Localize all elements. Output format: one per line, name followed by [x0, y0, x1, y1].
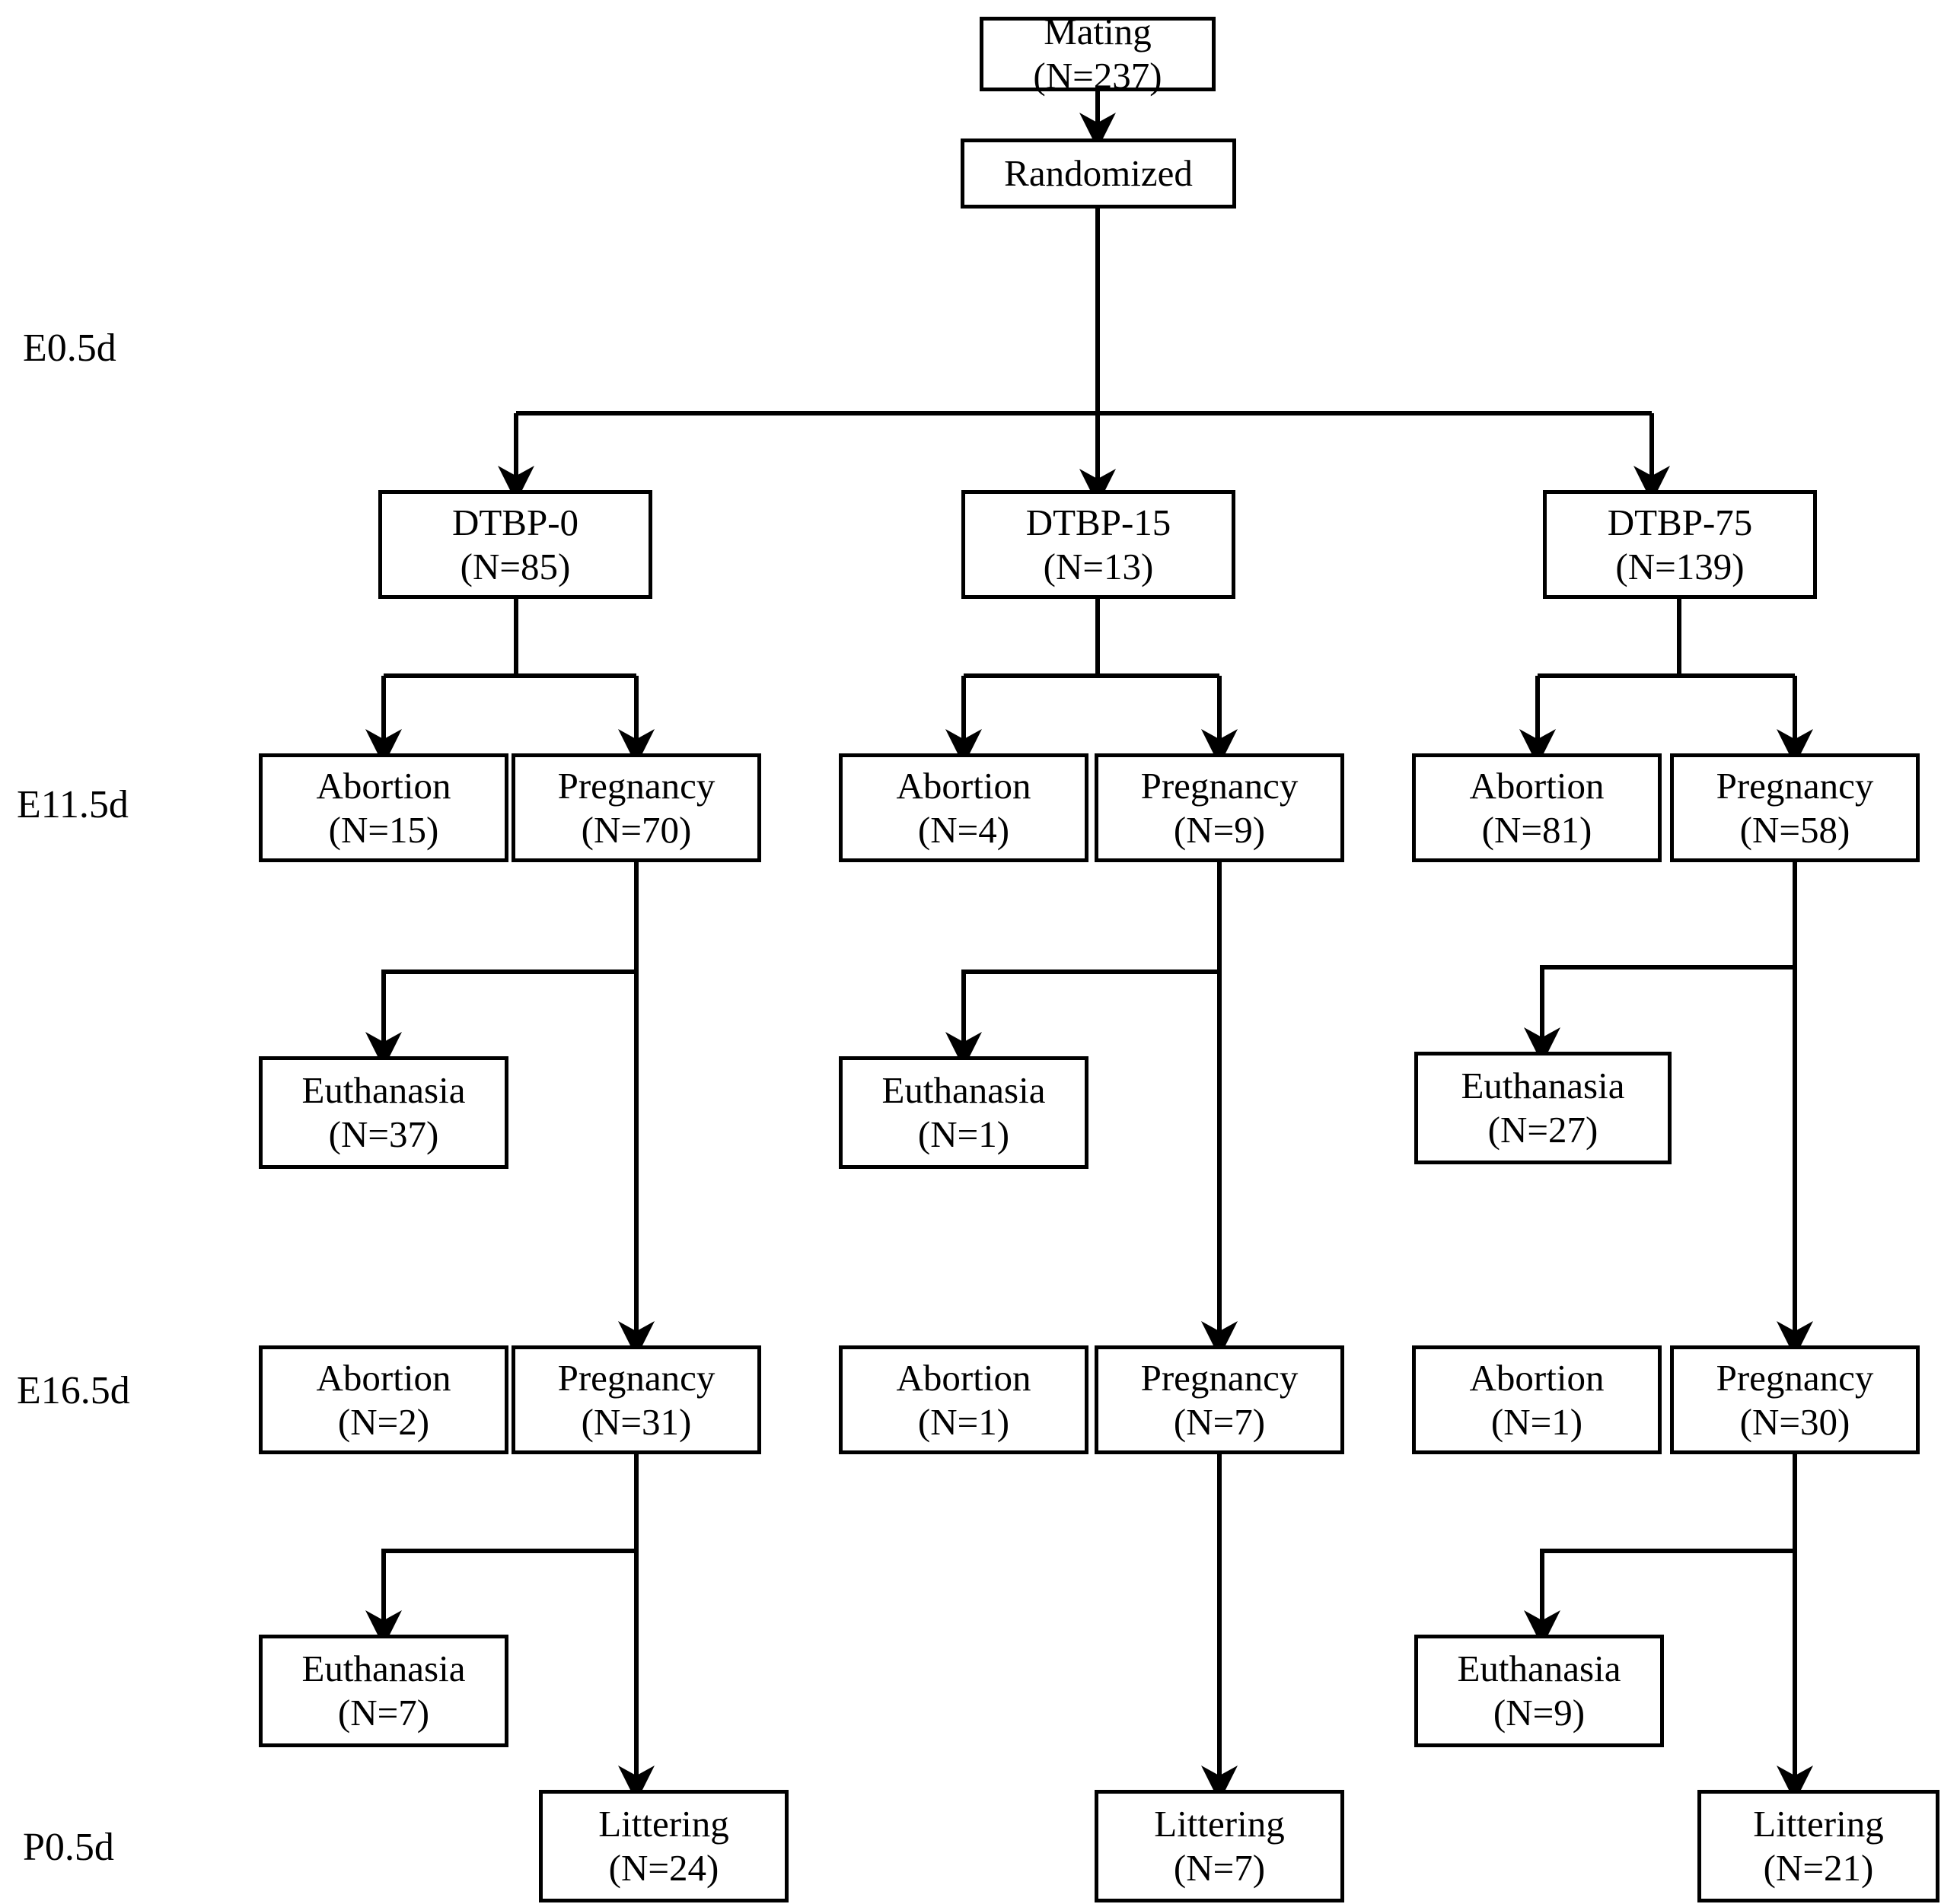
flow-node-euth-e115-15[interactable]: Euthanasia(N=1): [839, 1056, 1088, 1169]
flow-node-abortion-e165-0[interactable]: Abortion(N=2): [259, 1345, 508, 1454]
flow-node-pregnancy-e115-75[interactable]: Pregnancy(N=58): [1670, 753, 1920, 862]
flow-node-abortion-e165-15[interactable]: Abortion(N=1): [839, 1345, 1088, 1454]
flow-node-euth-e165-75[interactable]: Euthanasia(N=9): [1414, 1635, 1664, 1747]
flow-node-label: Abortion: [896, 764, 1031, 807]
edge-preg75-euth: [1524, 965, 1795, 1064]
flow-node-dtbp-0[interactable]: DTBP-0(N=85): [378, 490, 652, 599]
flow-node-label: DTBP-15: [1025, 501, 1171, 543]
flow-node-label: Littering: [598, 1803, 729, 1845]
flow-node-pregnancy-e115-0[interactable]: Pregnancy(N=70): [512, 753, 761, 862]
flow-node-abortion-e115-0[interactable]: Abortion(N=15): [259, 753, 508, 862]
edge-preg0-euth: [365, 970, 636, 1068]
flow-node-label: Pregnancy: [557, 764, 716, 807]
flow-node-count: (N=139): [1615, 545, 1745, 587]
flow-node-count: (N=4): [917, 808, 1010, 851]
flow-node-abortion-e165-75[interactable]: Abortion(N=1): [1412, 1345, 1662, 1454]
edge-preg75b-euth: [1524, 1549, 1795, 1647]
flow-node-count: (N=9): [1173, 808, 1266, 851]
edge-preg0b-euth: [365, 1549, 636, 1647]
flow-node-pregnancy-e165-75[interactable]: Pregnancy(N=30): [1670, 1345, 1920, 1454]
flow-node-euth-e115-75[interactable]: Euthanasia(N=27): [1414, 1052, 1672, 1164]
flow-node-label: Abortion: [316, 1356, 451, 1399]
flow-node-count: (N=15): [328, 808, 439, 851]
flow-node-label: Pregnancy: [1716, 764, 1874, 807]
flow-node-count: (N=58): [1739, 808, 1850, 851]
flow-node-count: (N=37): [328, 1113, 439, 1155]
stage-e165d: E16.5d: [17, 1369, 130, 1412]
flow-node-label: Randomized: [1004, 152, 1193, 195]
flow-node-label: Littering: [1154, 1803, 1285, 1845]
flow-node-count: (N=2): [337, 1400, 430, 1443]
flow-node-label: Pregnancy: [557, 1356, 716, 1399]
flow-node-count: (N=31): [581, 1400, 692, 1443]
flow-node-littering-75[interactable]: Littering(N=21): [1697, 1790, 1939, 1902]
flow-node-count: (N=1): [917, 1113, 1010, 1155]
flow-node-count: (N=70): [581, 808, 692, 851]
flow-node-label: Pregnancy: [1716, 1356, 1874, 1399]
flow-node-mating[interactable]: Mating(N=237): [980, 11, 1216, 97]
flow-node-label: Euthanasia: [881, 1069, 1046, 1112]
stage-e05d: E0.5d: [23, 326, 116, 370]
flow-node-label: Abortion: [1469, 1356, 1605, 1399]
flow-node-abortion-e115-15[interactable]: Abortion(N=4): [839, 753, 1088, 862]
flow-node-count: (N=7): [337, 1692, 430, 1734]
flow-node-pregnancy-e165-15[interactable]: Pregnancy(N=7): [1095, 1345, 1344, 1454]
flow-node-label: Pregnancy: [1140, 764, 1299, 807]
flow-node-label: Mating: [1044, 11, 1152, 53]
flow-node-count: (N=7): [1173, 1400, 1266, 1443]
flow-node-count: (N=21): [1763, 1847, 1874, 1889]
flow-node-count: (N=27): [1487, 1109, 1598, 1151]
flow-node-euth-e115-0[interactable]: Euthanasia(N=37): [259, 1056, 508, 1169]
flow-node-count: (N=9): [1493, 1692, 1586, 1734]
flow-node-euth-e165-0[interactable]: Euthanasia(N=7): [259, 1635, 508, 1747]
stage-e115d: E11.5d: [17, 783, 129, 826]
flow-node-label: Euthanasia: [1461, 1065, 1625, 1107]
flow-node-dtbp-15[interactable]: DTBP-15(N=13): [961, 490, 1235, 599]
edge-preg15-euth: [945, 970, 1219, 1068]
flow-node-count: (N=24): [608, 1847, 719, 1889]
flow-node-label: Abortion: [1469, 764, 1605, 807]
flow-node-littering-15[interactable]: Littering(N=7): [1095, 1790, 1344, 1902]
flow-node-randomized[interactable]: Randomized: [961, 139, 1236, 209]
stage-p05d: P0.5d: [23, 1826, 114, 1869]
flow-node-littering-0[interactable]: Littering(N=24): [539, 1790, 789, 1902]
flow-node-count: (N=7): [1173, 1847, 1266, 1889]
flow-node-label: Euthanasia: [301, 1069, 466, 1112]
flow-node-count: (N=1): [917, 1400, 1010, 1443]
flow-node-count: (N=30): [1739, 1400, 1850, 1443]
flow-node-label: Pregnancy: [1140, 1356, 1299, 1399]
flow-node-label: DTBP-75: [1607, 501, 1753, 543]
flow-node-label: Euthanasia: [1457, 1648, 1621, 1690]
flow-node-label: Littering: [1753, 1803, 1884, 1845]
flow-node-pregnancy-e165-0[interactable]: Pregnancy(N=31): [512, 1345, 761, 1454]
flow-node-pregnancy-e115-15[interactable]: Pregnancy(N=9): [1095, 753, 1344, 862]
flow-node-label: Euthanasia: [301, 1648, 466, 1690]
flow-node-dtbp-75[interactable]: DTBP-75(N=139): [1543, 490, 1817, 599]
flow-node-count: (N=85): [460, 545, 571, 587]
flow-node-count: (N=81): [1481, 808, 1592, 851]
flow-node-count: (N=13): [1043, 545, 1154, 587]
flow-node-label: Abortion: [316, 764, 451, 807]
flow-node-label: Abortion: [896, 1356, 1031, 1399]
flow-node-count: (N=237): [1033, 55, 1162, 97]
flow-node-label: DTBP-0: [451, 501, 579, 543]
flow-node-abortion-e115-75[interactable]: Abortion(N=81): [1412, 753, 1662, 862]
flow-node-count: (N=1): [1490, 1400, 1583, 1443]
